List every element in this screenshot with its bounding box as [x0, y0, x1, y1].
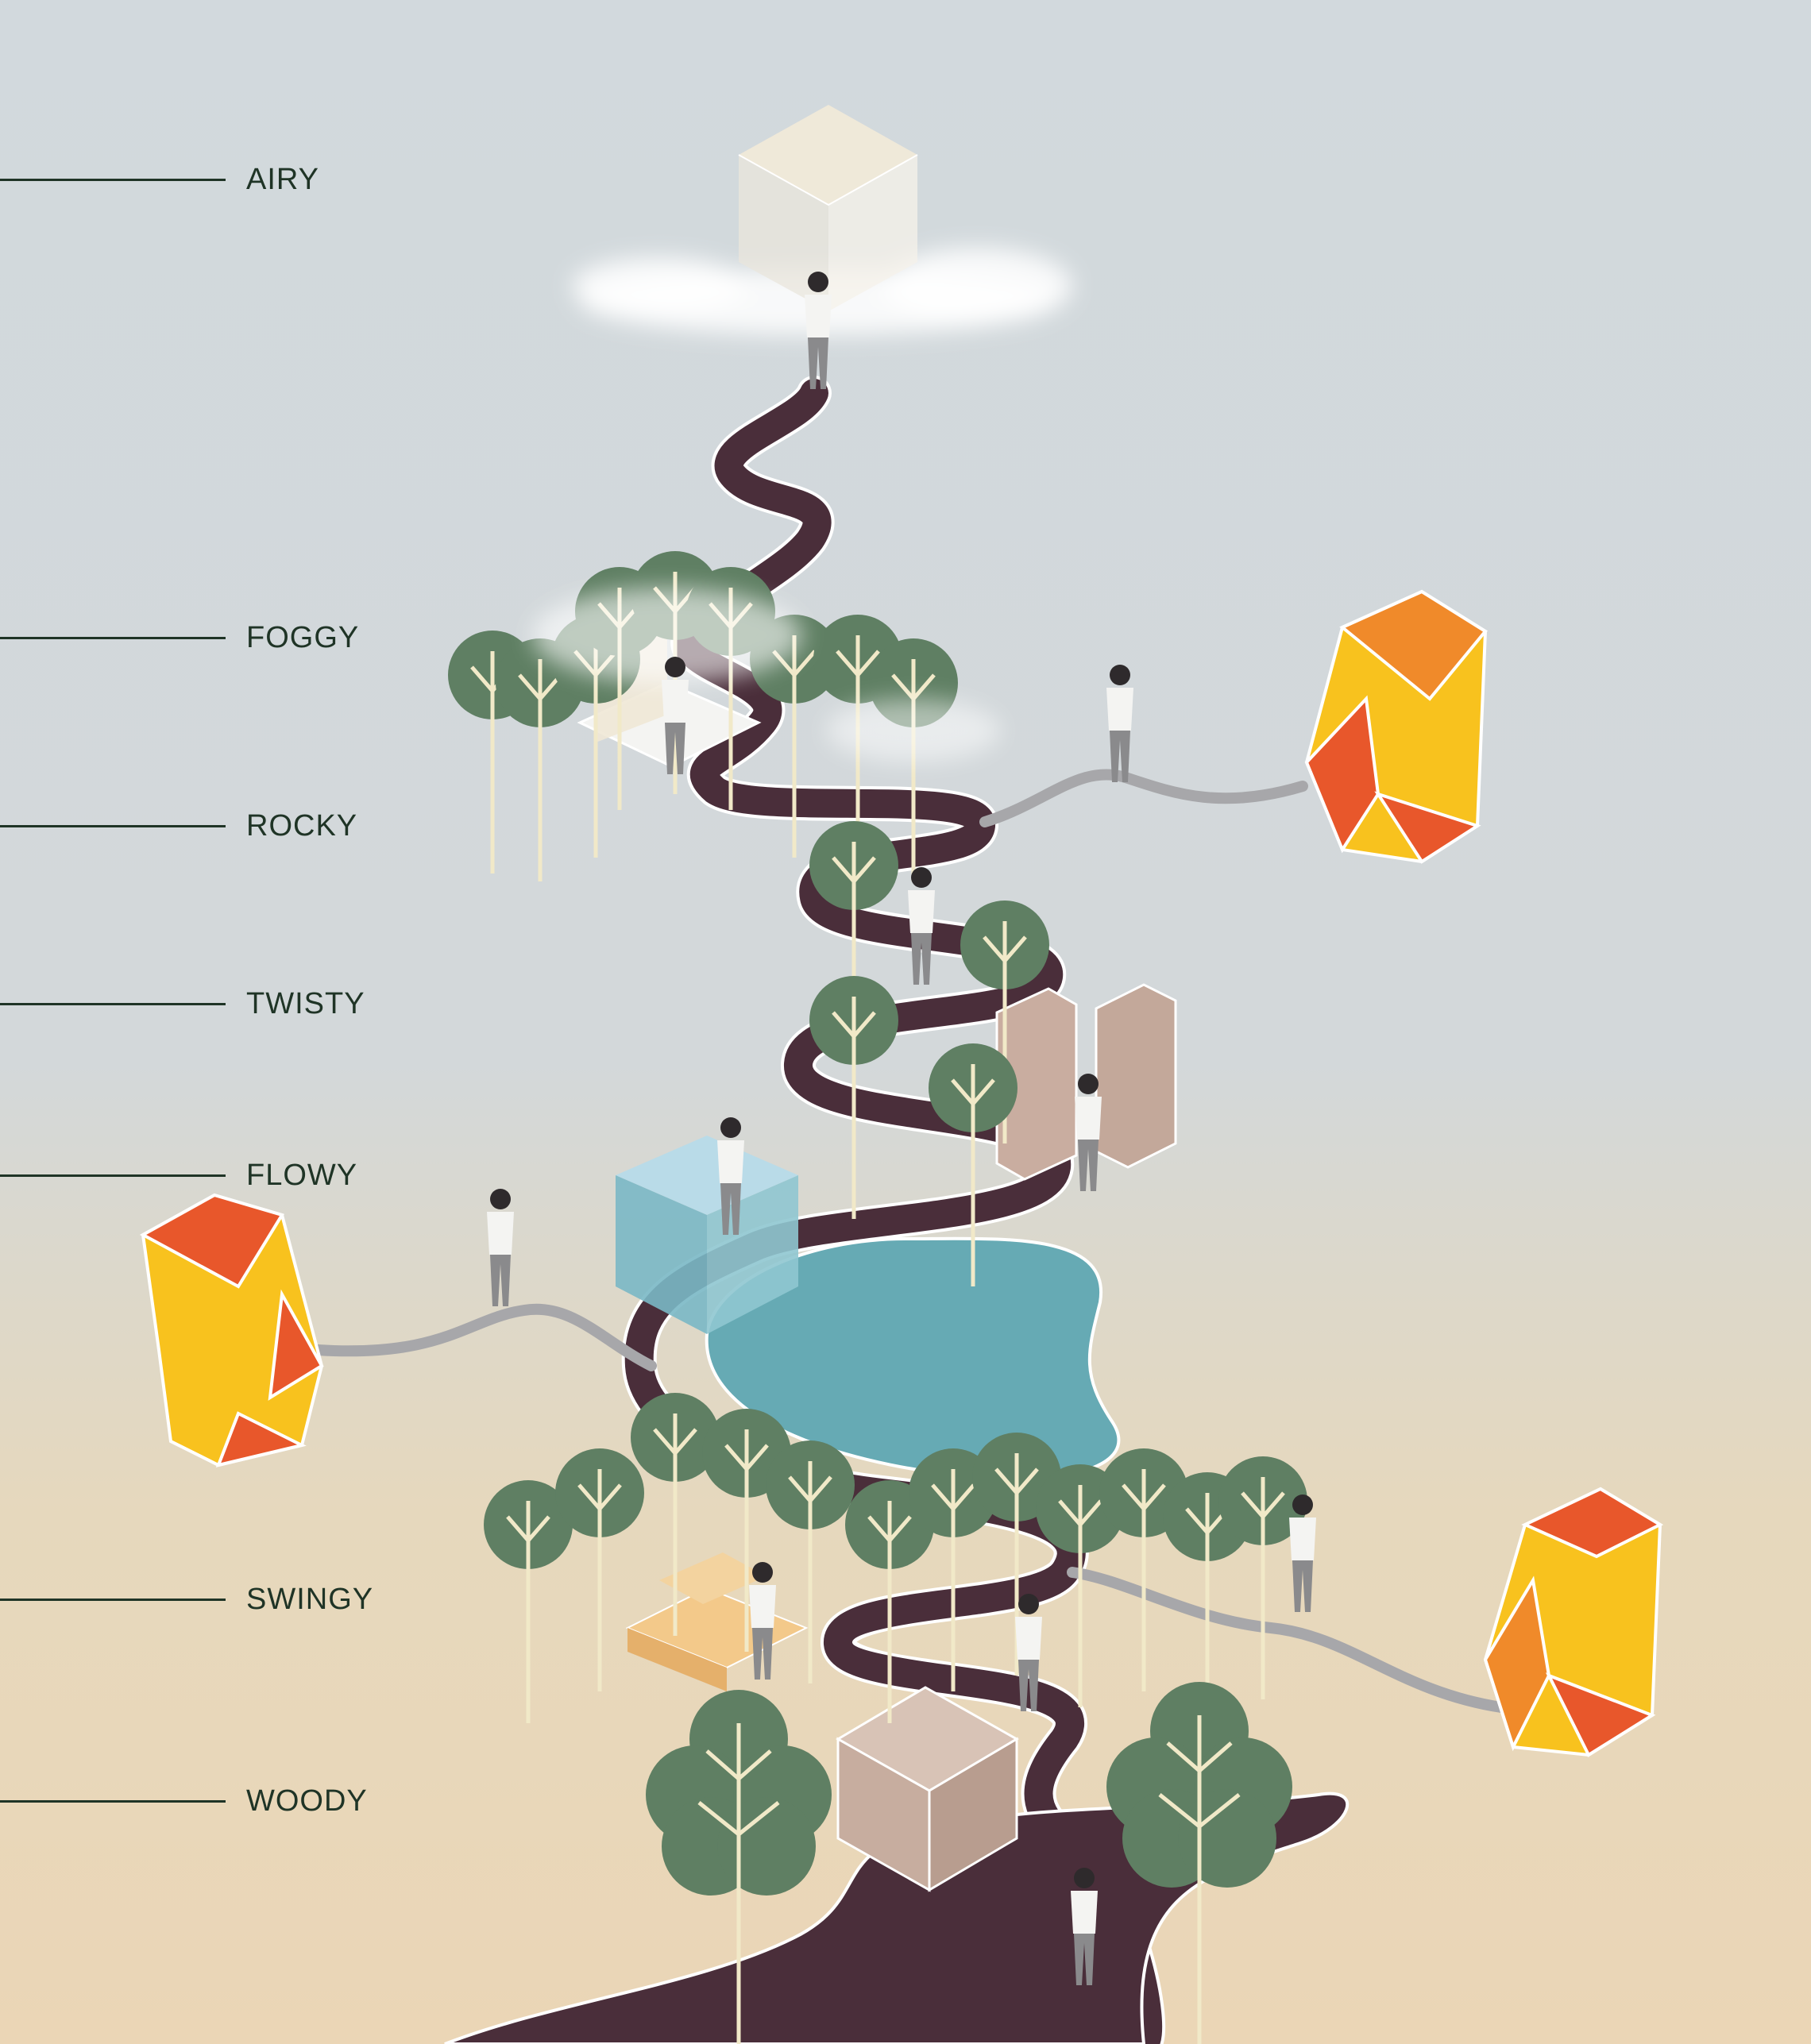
tree [484, 1480, 573, 1723]
person [908, 867, 935, 985]
level-text-woody: WOODY [246, 1784, 368, 1818]
swing-deck [625, 1552, 809, 1691]
crystal-upper-right [1304, 589, 1488, 864]
lake [705, 1236, 1121, 1481]
level-text-flowy: FLOWY [246, 1158, 358, 1192]
level-label-swingy: SWINGY [0, 1575, 373, 1623]
level-line [0, 1002, 226, 1005]
level-label-airy: AIRY [0, 156, 319, 203]
level-text-airy: AIRY [246, 162, 320, 196]
branch-path-lower-right [1067, 1567, 1507, 1713]
tree [555, 1448, 644, 1691]
glass-cube [738, 105, 918, 311]
tree [1099, 1448, 1188, 1691]
wood-cube [836, 1686, 1019, 1892]
level-label-foggy: FOGGY [0, 614, 359, 661]
person [1106, 665, 1133, 782]
level-line [0, 1799, 226, 1803]
crystal-lower-right [1483, 1487, 1664, 1757]
level-line [0, 178, 226, 181]
branch-path-left [312, 1303, 657, 1371]
level-line [0, 1174, 226, 1177]
level-text-foggy: FOGGY [246, 620, 360, 654]
level-label-flowy: FLOWY [0, 1151, 357, 1199]
level-line [0, 1598, 226, 1601]
level-text-swingy: SWINGY [246, 1582, 374, 1616]
person [487, 1189, 514, 1306]
level-text-twisty: TWISTY [246, 986, 365, 1020]
branch-path-upper-right [979, 769, 1308, 827]
level-label-rocky: ROCKY [0, 802, 357, 850]
water-box [616, 1136, 798, 1334]
level-line [0, 636, 226, 639]
wood-pillars [995, 983, 1177, 1181]
level-label-woody: WOODY [0, 1777, 368, 1825]
level-text-rocky: ROCKY [246, 808, 358, 843]
level-label-twisty: TWISTY [0, 980, 365, 1028]
fog [532, 588, 1001, 762]
level-line [0, 824, 226, 827]
crystal-left [139, 1193, 324, 1467]
